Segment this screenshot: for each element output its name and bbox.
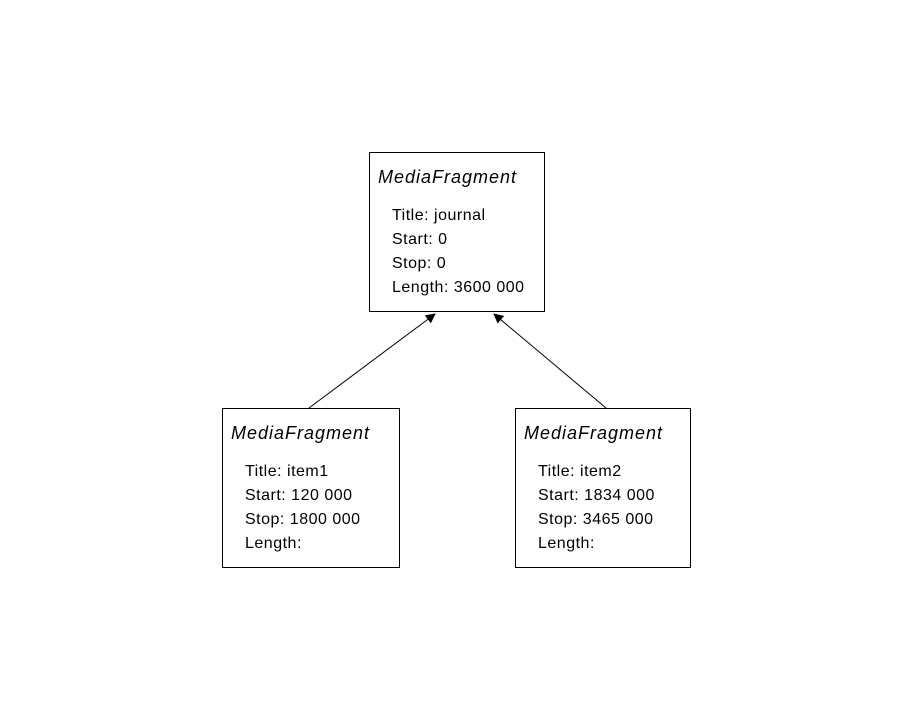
- attribute-title: Title: item1: [245, 463, 329, 480]
- attribute-title: Title: item2: [538, 463, 622, 480]
- box-title: MediaFragment: [378, 167, 518, 187]
- attribute-start: Start: 0: [392, 231, 448, 248]
- attribute-stop: Stop: 3465 000: [538, 511, 654, 528]
- attribute-length: Length:: [538, 535, 595, 552]
- root-media-fragment-box: MediaFragment Title: journal Start: 0 St…: [369, 152, 545, 312]
- item2-media-fragment-box: MediaFragment Title: item2 Start: 1834 0…: [515, 408, 691, 568]
- attribute-length: Length: 3600 000: [392, 279, 525, 296]
- attribute-stop: Stop: 1800 000: [245, 511, 361, 528]
- right-to-root-arrow: [493, 313, 607, 409]
- attribute-list: Title: item2 Start: 1834 000 Stop: 3465 …: [538, 460, 655, 556]
- attribute-length: Length:: [245, 535, 302, 552]
- item1-media-fragment-box: MediaFragment Title: item1 Start: 120 00…: [222, 408, 400, 568]
- box-title: MediaFragment: [231, 423, 371, 443]
- box-title: MediaFragment: [524, 423, 664, 443]
- attribute-start: Start: 120 000: [245, 487, 353, 504]
- attribute-title: Title: journal: [392, 207, 486, 224]
- attribute-list: Title: journal Start: 0 Stop: 0 Length: …: [392, 204, 525, 300]
- attribute-list: Title: item1 Start: 120 000 Stop: 1800 0…: [245, 460, 361, 556]
- attribute-start: Start: 1834 000: [538, 487, 655, 504]
- attribute-stop: Stop: 0: [392, 255, 447, 272]
- left-to-root-arrow: [308, 313, 436, 409]
